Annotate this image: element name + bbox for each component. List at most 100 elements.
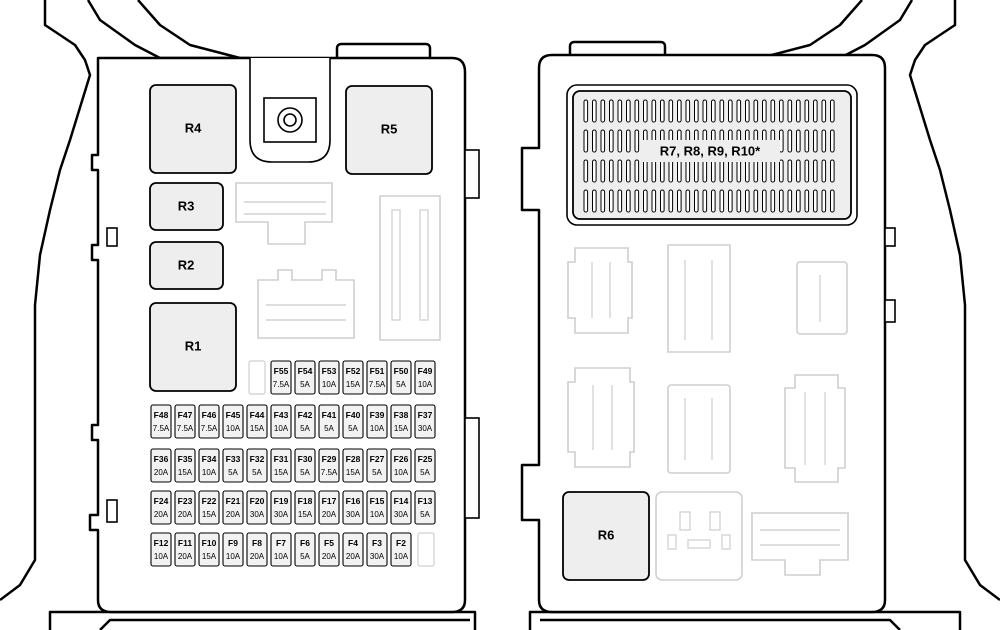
grille-slot — [813, 129, 818, 153]
ghost-connector-right-5 — [667, 384, 731, 474]
grille-slot — [583, 99, 589, 123]
fuse-body — [270, 448, 292, 483]
fuse-body — [366, 448, 388, 483]
grille-slot — [796, 99, 801, 123]
fuse-body — [270, 532, 292, 567]
grille-slot — [617, 99, 623, 123]
fuse-rating: 7.5A — [273, 380, 290, 389]
fuse-name: F6 — [300, 538, 310, 548]
fuse-name: F20 — [250, 496, 265, 506]
fuse-name: F8 — [252, 538, 262, 548]
fuse-name: F4 — [348, 538, 358, 548]
fuse-name: F26 — [394, 454, 409, 464]
fuse-body — [414, 404, 436, 439]
grille-slot — [770, 189, 776, 213]
grille-slot — [804, 99, 810, 123]
grille-slot — [745, 189, 750, 213]
grille-slot — [753, 189, 759, 213]
grille-slot — [651, 159, 657, 183]
fuse-rating: 5A — [300, 380, 310, 389]
fuse-rating: 5A — [252, 468, 262, 477]
grille-slot — [583, 189, 589, 213]
fuse-rating: 10A — [370, 424, 385, 433]
fuse-name: F7 — [276, 538, 286, 548]
fuse-name: F54 — [298, 366, 313, 376]
fuse-body — [294, 532, 316, 567]
grille-slot — [626, 159, 631, 183]
bolt-frame — [263, 97, 317, 143]
grille-slot — [660, 99, 665, 123]
ghost-connector-middle — [257, 269, 355, 339]
fuse-rating: 30A — [346, 510, 361, 519]
relay-r1: R1 — [149, 302, 237, 392]
grille-slot — [728, 189, 733, 213]
grille-slot — [677, 189, 682, 213]
grille-slot — [592, 159, 597, 183]
fuse-body — [366, 404, 388, 439]
grille-slot — [583, 159, 589, 183]
grille-slot — [813, 189, 818, 213]
grille-slot — [651, 189, 657, 213]
fuse-rating: 10A — [418, 380, 433, 389]
ghost-connector-right-7 — [751, 512, 849, 576]
grille-slot — [796, 189, 801, 213]
relay-r5: R5 — [345, 85, 433, 175]
ghost-connector-right-6 — [784, 374, 846, 483]
fuse-rating: 7.5A — [201, 424, 218, 433]
grille-slot — [668, 99, 674, 123]
svg-text:R5: R5 — [381, 121, 398, 136]
fuse-body — [174, 490, 196, 525]
fuse-body — [342, 404, 364, 439]
fuse-body — [390, 360, 412, 395]
fuse-name: F18 — [298, 496, 313, 506]
fuse-rating: 20A — [322, 552, 337, 561]
grille-slot — [779, 159, 784, 183]
fuse-name: F38 — [394, 410, 409, 420]
grille-slot — [821, 129, 827, 153]
fuse-name: F9 — [228, 538, 238, 548]
grille-slot — [719, 99, 725, 123]
fuse-rating: 20A — [250, 552, 265, 561]
fuse-body — [150, 448, 172, 483]
ghost-connector-tall — [379, 195, 441, 341]
grille-slot — [600, 129, 606, 153]
grille-slot — [609, 159, 614, 183]
fuse-body — [366, 360, 388, 395]
grille-slot — [668, 159, 674, 183]
fuse-body — [150, 532, 172, 567]
fuse-rating: 20A — [322, 510, 337, 519]
fuse-name: F27 — [370, 454, 385, 464]
fuse-body — [366, 532, 388, 567]
grille-slot — [626, 189, 631, 213]
right-fuse-box: R7, R8, R9, R10* — [520, 40, 896, 614]
fuse-name: F14 — [394, 496, 409, 506]
fuse-name: F2 — [396, 538, 406, 548]
grille-slot — [583, 129, 589, 153]
grille-slot — [643, 99, 648, 123]
grille-slot — [685, 189, 691, 213]
fuse-rating: 10A — [322, 380, 337, 389]
fuse-name: F49 — [418, 366, 433, 376]
fuse-body — [198, 490, 220, 525]
fuse-rating: 5A — [300, 468, 310, 477]
grille-slot — [600, 159, 606, 183]
fuse-name: F55 — [274, 366, 289, 376]
fuse-body — [342, 360, 364, 395]
fuse-rating: 7.5A — [369, 380, 386, 389]
fuse-rating: 5A — [300, 424, 310, 433]
grille-slot — [719, 189, 725, 213]
